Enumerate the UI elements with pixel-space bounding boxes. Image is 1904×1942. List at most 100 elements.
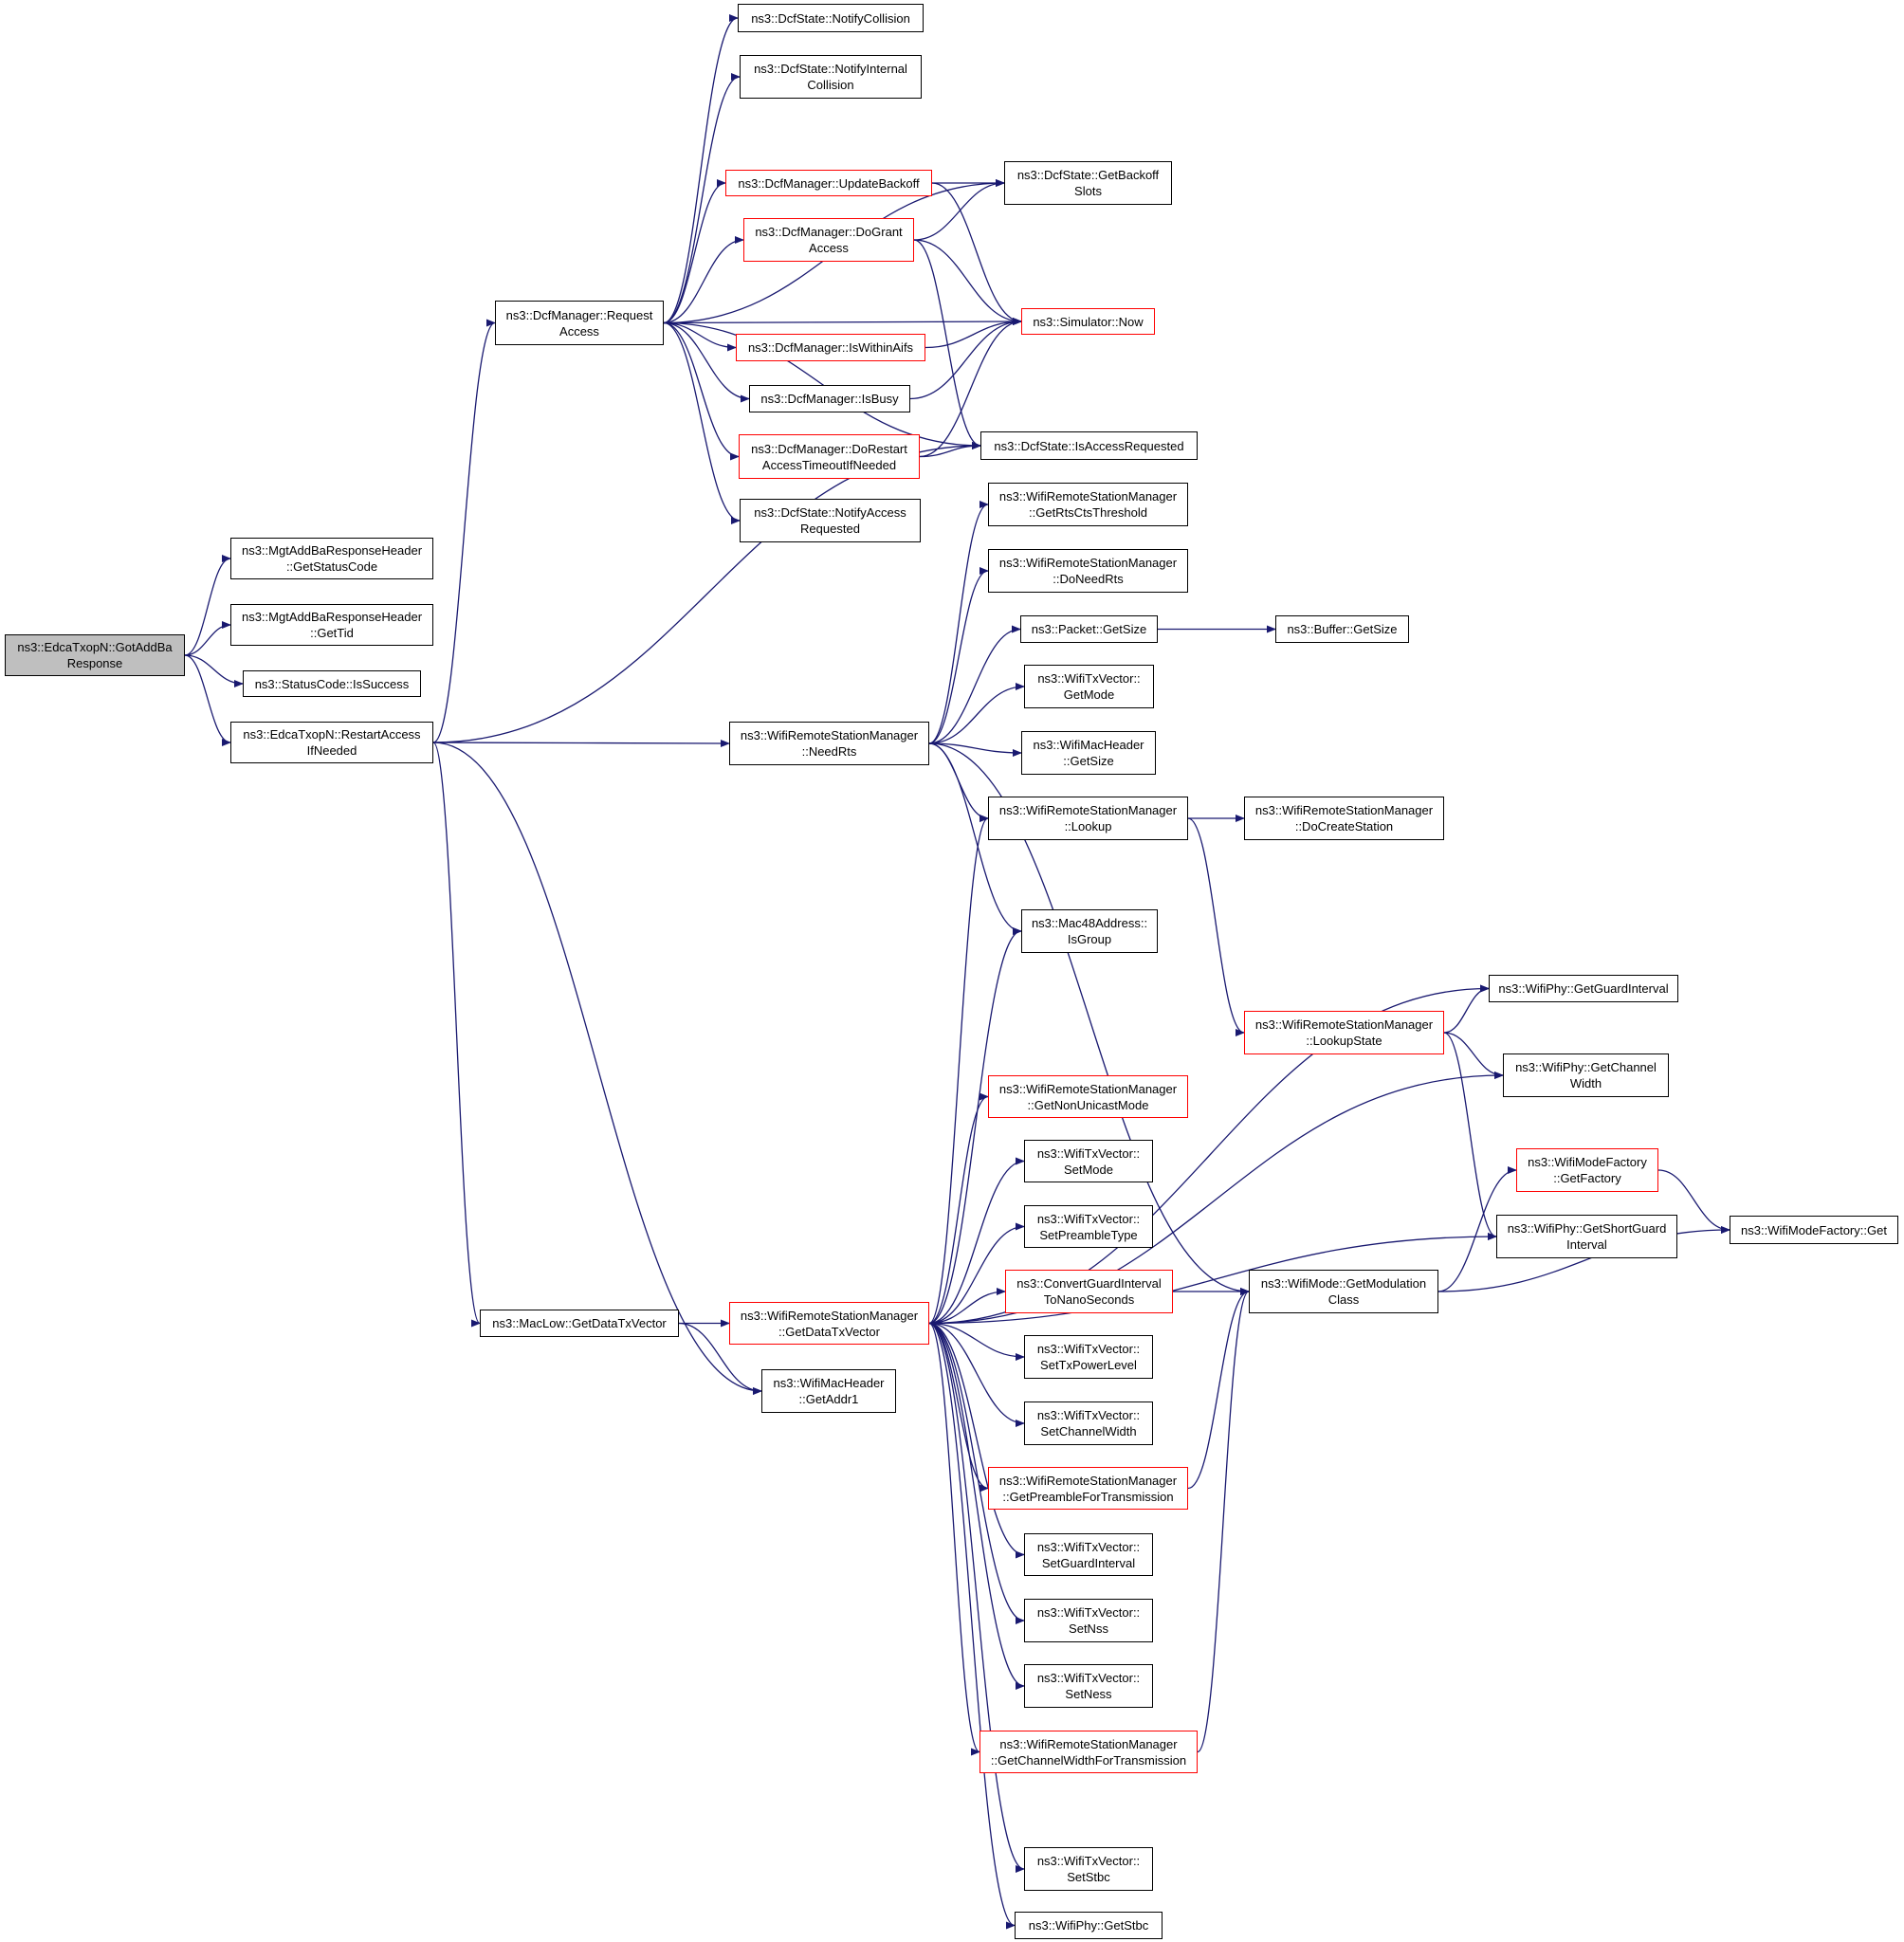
edge-get_preamble_for_transmission-to-get_modulation_class — [1187, 1288, 1250, 1490]
edge-lookup_state-to-get_guard_interval — [1443, 984, 1490, 1034]
node-notify-access-requested[interactable]: ns3::DcfState::NotifyAccess Requested — [740, 499, 921, 542]
edge-get_data_tx_vector-to-convert_guard_interval — [928, 1288, 1006, 1325]
edge-get_data_tx_vector-to-set_channel_width — [928, 1322, 1025, 1427]
node-get-addr1[interactable]: ns3::WifiMacHeader ::GetAddr1 — [761, 1369, 896, 1413]
node-mac-header-get-size[interactable]: ns3::WifiMacHeader ::GetSize — [1021, 731, 1156, 775]
edge-do_restart_access-to-is_access_requested — [919, 442, 981, 458]
node-get-non-unicast-mode[interactable]: ns3::WifiRemoteStationManager ::GetNonUn… — [988, 1075, 1188, 1118]
node-get-status-code[interactable]: ns3::MgtAddBaResponseHeader ::GetStatusC… — [230, 538, 433, 579]
node-notify-collision[interactable]: ns3::DcfState::NotifyCollision — [738, 4, 924, 32]
node-set-ness[interactable]: ns3::WifiTxVector:: SetNess — [1024, 1664, 1153, 1708]
node-do-restart-access-timeout[interactable]: ns3::DcfManager::DoRestart AccessTimeout… — [739, 434, 920, 479]
edge-root-to-restart_access — [184, 654, 231, 746]
edge-get_data_tx_vector-to-get_preamble_for_transmission — [928, 1322, 989, 1493]
edge-restart_access-to-is_access_requested — [432, 442, 981, 743]
edge-get_data_tx_vector-to-set_stbc — [928, 1322, 1025, 1873]
edge-get_factory-to-mode_factory_get — [1657, 1169, 1730, 1234]
node-set-tx-power-level[interactable]: ns3::WifiTxVector:: SetTxPowerLevel — [1024, 1335, 1153, 1379]
node-set-guard-interval[interactable]: ns3::WifiTxVector:: SetGuardInterval — [1024, 1533, 1153, 1576]
edge-get_data_tx_vector-to-get_non_unicast_mode — [928, 1092, 989, 1325]
edge-need_rts-to-get_rts_cts_threshold — [928, 501, 989, 744]
node-buffer-get-size[interactable]: ns3::Buffer::GetSize — [1275, 615, 1409, 643]
edge-restart_access-to-need_rts — [432, 739, 730, 747]
node-need-rts[interactable]: ns3::WifiRemoteStationManager ::NeedRts — [729, 722, 929, 765]
node-notify-internal-collision[interactable]: ns3::DcfState::NotifyInternal Collision — [740, 55, 922, 99]
node-get-factory[interactable]: ns3::WifiModeFactory ::GetFactory — [1516, 1148, 1658, 1192]
edge-get_data_tx_vector-to-get_channel_width_for_transmission — [928, 1322, 980, 1756]
node-get-tid[interactable]: ns3::MgtAddBaResponseHeader ::GetTid — [230, 604, 433, 646]
node-get-guard-interval[interactable]: ns3::WifiPhy::GetGuardInterval — [1489, 975, 1678, 1002]
node-mode-factory-get[interactable]: ns3::WifiModeFactory::Get — [1730, 1216, 1898, 1244]
edge-get_data_tx_vector-to-set_ness — [928, 1322, 1025, 1690]
edge-request_access-to-do_grant_access — [663, 236, 744, 324]
edge-get_data_tx_vector-to-set_tx_power_level — [928, 1322, 1025, 1361]
node-is-access-requested[interactable]: ns3::DcfState::IsAccessRequested — [980, 431, 1198, 460]
node-is-within-aifs[interactable]: ns3::DcfManager::IsWithinAifs — [736, 334, 925, 361]
node-get-short-guard-interval[interactable]: ns3::WifiPhy::GetShortGuard Interval — [1496, 1215, 1677, 1258]
node-request-access[interactable]: ns3::DcfManager::Request Access — [495, 301, 664, 345]
node-txvector-get-mode[interactable]: ns3::WifiTxVector:: GetMode — [1024, 665, 1154, 708]
node-set-preamble-type[interactable]: ns3::WifiTxVector:: SetPreambleType — [1024, 1205, 1153, 1248]
node-simulator-now[interactable]: ns3::Simulator::Now — [1021, 308, 1155, 335]
edge-get_modulation_class-to-mode_factory_get — [1437, 1226, 1730, 1292]
edge-request_access-to-simulator_now — [663, 318, 1022, 326]
node-get-preamble-for-transmission[interactable]: ns3::WifiRemoteStationManager ::GetPream… — [988, 1467, 1188, 1510]
node-do-need-rts[interactable]: ns3::WifiRemoteStationManager ::DoNeedRt… — [988, 549, 1188, 593]
node-is-busy[interactable]: ns3::DcfManager::IsBusy — [749, 385, 910, 412]
edge-restart_access-to-get_addr1 — [432, 742, 762, 1395]
node-get-channel-width-for-transmission[interactable]: ns3::WifiRemoteStationManager ::GetChann… — [979, 1731, 1198, 1773]
edge-get_data_tx_vector-to-set_nss — [928, 1322, 1025, 1624]
edge-request_access-to-notify_collision — [663, 14, 739, 324]
node-do-grant-access[interactable]: ns3::DcfManager::DoGrant Access — [743, 218, 914, 262]
node-maclow-get-data-tx-vector[interactable]: ns3::MacLow::GetDataTxVector — [480, 1310, 679, 1337]
edge-request_access-to-update_backoff — [663, 179, 726, 324]
node-get-backoff-slots[interactable]: ns3::DcfState::GetBackoff Slots — [1004, 161, 1172, 205]
node-get-channel-width[interactable]: ns3::WifiPhy::GetChannel Width — [1503, 1053, 1669, 1097]
edge-need_rts-to-txvector_get_mode — [928, 683, 1025, 744]
edge-request_access-to-notify_internal_collision — [663, 73, 741, 324]
edge-is_within_aifs-to-simulator_now — [925, 318, 1022, 349]
edge-get_data_tx_vector-to-is_group — [928, 927, 1022, 1325]
edge-get_data_tx_vector-to-phy_get_stbc — [928, 1322, 1016, 1930]
node-packet-get-size[interactable]: ns3::Packet::GetSize — [1020, 615, 1158, 643]
edge-get_modulation_class-to-get_factory — [1437, 1166, 1517, 1292]
edge-request_access-to-is_within_aifs — [663, 321, 737, 352]
node-get-modulation-class[interactable]: ns3::WifiMode::GetModulation Class — [1249, 1270, 1438, 1313]
node-restart-access-if-needed[interactable]: ns3::EdcaTxopN::RestartAccess IfNeeded — [230, 722, 433, 763]
edge-do_grant_access-to-get_backoff_slots — [913, 179, 1005, 241]
node-do-create-station[interactable]: ns3::WifiRemoteStationManager ::DoCreate… — [1244, 797, 1444, 840]
edge-need_rts-to-mac_header_get_size — [928, 742, 1022, 757]
edge-get_data_tx_vector-to-set_guard_interval — [928, 1322, 1025, 1559]
edge-restart_access-to-request_access — [432, 319, 496, 743]
node-phy-get-stbc[interactable]: ns3::WifiPhy::GetStbc — [1015, 1912, 1163, 1939]
edge-update_backoff-to-simulator_now — [931, 182, 1022, 325]
node-get-data-tx-vector[interactable]: ns3::WifiRemoteStationManager ::GetDataT… — [729, 1302, 929, 1345]
edge-get_data_tx_vector-to-get_short_guard_interval — [928, 1233, 1497, 1325]
edge-lookup-to-lookup_state — [1187, 817, 1245, 1036]
edge-lookup_state-to-get_channel_width — [1443, 1032, 1504, 1079]
node-root-got-add-ba-response: ns3::EdcaTxopN::GotAddBa Response — [5, 634, 185, 676]
edge-need_rts-to-get_modulation_class — [928, 742, 1250, 1295]
edge-root-to-is_success — [184, 654, 244, 687]
node-update-backoff[interactable]: ns3::DcfManager::UpdateBackoff — [725, 170, 932, 196]
edge-root-to-get_tid — [184, 621, 231, 656]
edge-is_busy-to-simulator_now — [909, 318, 1022, 400]
edge-need_rts-to-packet_get_size — [928, 625, 1021, 744]
edge-do_grant_access-to-simulator_now — [913, 239, 1022, 325]
node-set-stbc[interactable]: ns3::WifiTxVector:: SetStbc — [1024, 1847, 1153, 1891]
edge-get_data_tx_vector-to-lookup — [928, 815, 989, 1325]
node-set-channel-width[interactable]: ns3::WifiTxVector:: SetChannelWidth — [1024, 1402, 1153, 1445]
node-lookup-state[interactable]: ns3::WifiRemoteStationManager ::LookupSt… — [1244, 1011, 1444, 1054]
node-is-success[interactable]: ns3::StatusCode::IsSuccess — [243, 670, 421, 697]
edge-request_access-to-is_access_requested — [663, 321, 981, 449]
edge-request_access-to-do_restart_access — [663, 321, 740, 461]
edge-lookup_state-to-get_short_guard_interval — [1443, 1032, 1497, 1240]
edge-get_data_tx_vector-to-set_preamble_type — [928, 1222, 1025, 1325]
node-set-nss[interactable]: ns3::WifiTxVector:: SetNss — [1024, 1599, 1153, 1642]
node-convert-guard-interval[interactable]: ns3::ConvertGuardInterval ToNanoSeconds — [1005, 1270, 1173, 1313]
node-lookup[interactable]: ns3::WifiRemoteStationManager ::Lookup — [988, 797, 1188, 840]
node-set-mode[interactable]: ns3::WifiTxVector:: SetMode — [1024, 1140, 1153, 1182]
node-get-rts-cts-threshold[interactable]: ns3::WifiRemoteStationManager ::GetRtsCt… — [988, 483, 1188, 526]
node-is-group[interactable]: ns3::Mac48Address:: IsGroup — [1021, 909, 1158, 953]
